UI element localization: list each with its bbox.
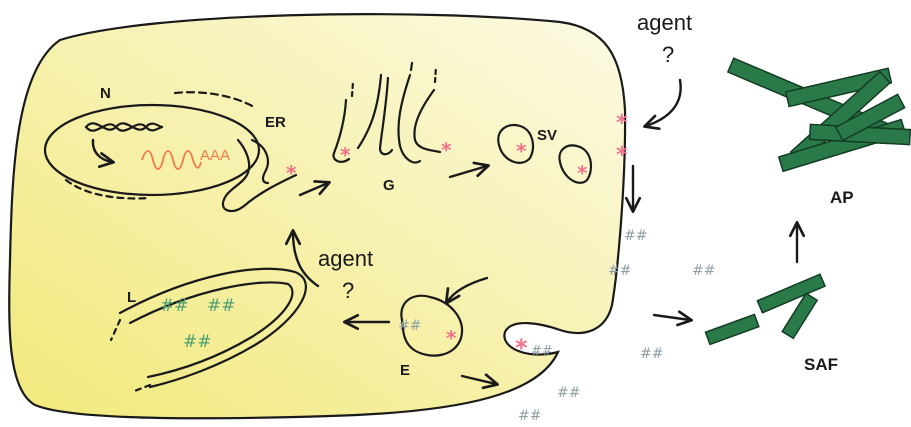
golgi-star-marker-2: *: [441, 138, 452, 162]
agent-mid-question: ?: [342, 278, 354, 303]
saf-fibrils: [706, 274, 826, 344]
extracellular-hash-5: ##: [557, 385, 580, 401]
saf-fibril-2: [757, 274, 825, 313]
lysosome-hash-3: ##: [183, 332, 212, 352]
pit-star-marker: *: [515, 334, 528, 362]
golgi-cisterna-5-cap: [435, 67, 436, 82]
sv-star-marker-1: *: [516, 139, 527, 163]
saf-label: SAF: [804, 355, 838, 374]
secretory-vesicle-label: SV: [537, 127, 557, 144]
extracellular-hash-1: ##: [624, 228, 647, 244]
endosome-star-marker: *: [446, 326, 457, 350]
nucleus-label: N: [100, 85, 111, 102]
endosome-label: E: [400, 362, 410, 379]
ap-label: AP: [830, 188, 854, 207]
agent-top-question: ?: [662, 42, 674, 67]
amyloid-plaque: [728, 58, 910, 171]
mrna-tail-label: AAA: [200, 147, 230, 164]
extracellular-hash-4: ##: [640, 346, 663, 362]
membrane-star-marker-2: *: [616, 143, 628, 168]
endosome-hash: ##: [398, 318, 421, 334]
extracellular-hash-3: ##: [692, 263, 715, 279]
er-label: ER: [265, 114, 286, 131]
golgi-cisterna-4-cap: [411, 63, 412, 70]
agent-top-label: agent: [637, 10, 692, 35]
golgi-star-marker-1: *: [340, 143, 351, 167]
golgi-cisterna-1-cap: [352, 82, 353, 96]
membrane-star-marker-1: *: [616, 111, 628, 136]
golgi-label: G: [383, 177, 395, 194]
agent-mid-label: agent: [318, 246, 373, 271]
sv-star-marker-2: *: [577, 161, 588, 185]
agent-top-arrow: [646, 80, 681, 126]
er-star-marker: *: [286, 161, 297, 185]
pit-hash: ##: [531, 344, 553, 359]
extracellular-hash-6: ##: [518, 408, 541, 424]
lysosome-hash-1: ##: [160, 296, 189, 316]
extracellular-hash-2: ##: [608, 263, 631, 279]
lysosome-label: L: [127, 289, 136, 306]
lysosome-hash-2: ##: [207, 296, 236, 316]
saf-fibril-1: [706, 314, 759, 344]
to-saf-arrow: [654, 315, 690, 320]
